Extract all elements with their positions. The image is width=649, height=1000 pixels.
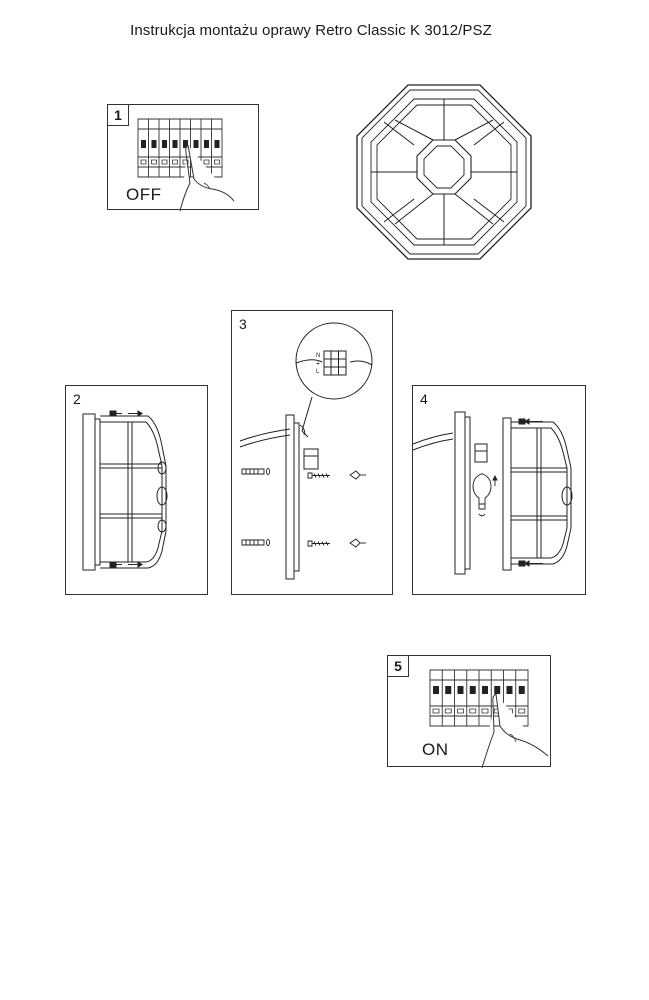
light-bulb-icon [413,386,587,596]
connector-label-n: N [316,353,320,359]
screw-icon [232,311,394,596]
connector-label-l: L [316,369,320,375]
connection-detail: N ⏚ L [232,311,394,596]
step-3-panel: 3 N ⏚ L [231,310,393,595]
step-number: 5 [388,656,409,677]
lamp-side-view [66,386,209,596]
state-label-on: ON [422,740,449,759]
document-title: Instrukcja montażu oprawy Retro Classic … [130,22,492,39]
lamp-assembly-view [413,386,587,596]
hand-pointer-icon [388,656,552,768]
screw-icon [66,386,209,596]
step-number: 3 [239,316,247,332]
step-5-panel: 5 ON [387,655,551,767]
step-number: 1 [108,105,129,126]
wall-plug-icon [232,311,394,596]
step-number: 4 [420,391,428,407]
screw-icon [413,386,587,596]
hand-pointer-icon [108,105,260,211]
state-label-off: OFF [126,185,162,204]
step-2-panel: 2 [65,385,208,595]
circuit-breaker-icon [388,656,552,768]
step-4-panel: 4 [412,385,586,595]
step-1-panel: 1 OFF [107,104,259,210]
screwdriver-icon [232,311,394,596]
connector-label-ground: ⏚ [315,360,321,367]
step-number: 2 [73,391,81,407]
